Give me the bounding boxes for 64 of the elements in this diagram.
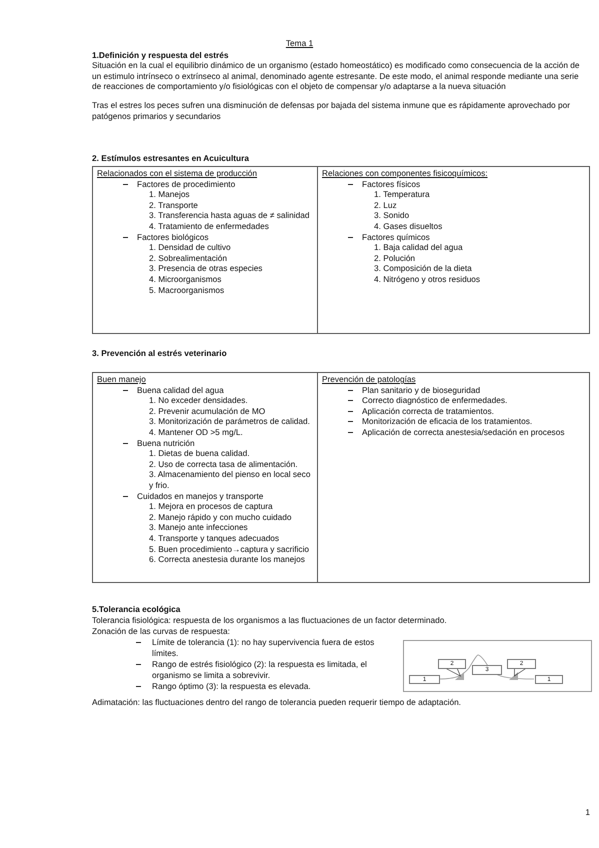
leader-line [444, 668, 462, 677]
list-item: 2. Sobrealimentación [148, 252, 228, 264]
list-item: 6. Correcta anestesia durante los manejos [148, 554, 306, 565]
paragraph: Zonación de las curvas de respuesta: [92, 626, 231, 637]
list-item: Límite de tolerancia (1): no hay supervivencia fuera de estos límites. [152, 637, 374, 658]
list-item: Monitorización de eficacia de los tratamientos. [362, 416, 532, 426]
column-heading: Prevención de patologías [322, 374, 417, 385]
paragraph: Tras el estres los peces sufren una disminución de defensas por bajada del sistema inmune que es rápidamente aprovechado por patógenos primarios y secundarios [92, 100, 571, 122]
section-heading: 1.Definición y respuesta del estrés [92, 50, 230, 61]
list-item: Rango de estrés fisiológico (2): la respuesta es limitada, el organismo se limita a sobrevivir. [152, 659, 367, 680]
list-item: 2. Polución [373, 252, 416, 264]
list-item: 3. Almacenamiento del pienso en local seco y frio. [148, 469, 312, 491]
list-item: 1. Temperatura [373, 189, 431, 200]
list-item: Plan sanitario y de bioseguridad [362, 384, 480, 395]
list-item: Aplicación de correcta anestesia/sedación en procesos [362, 426, 564, 437]
paragraph: Tolerancia fisiológica: respuesta de los organismos a las fluctuaciones de un factor determinado. [92, 615, 448, 626]
page-title: Tema 1 [284, 38, 314, 49]
paragraph: Situación en la cual el equilibrio dinámico de un organismo (estado homeostático) es modificado como consecuencia de la acción de un estimulo intrínseco o extrínseco al animal, denominado agente estresante. De este modo, el animal responde mediante una serie de reacciones de comportamiento y/o fisiológicas con el objeto de compensar y/o adaptarse a la nueva situación [92, 60, 580, 92]
list-item: Buena nutrición [137, 438, 195, 448]
list-item: 3. Monitorización de parámetros de calidad. [148, 416, 311, 427]
list-item: 1. Baja calidad del agua [373, 242, 464, 253]
list-item: 2. Uso de correcta tasa de alimentación. [148, 458, 299, 470]
list-item: 4. Nitrógeno y otros residuos [373, 274, 482, 285]
list-item: 1. Dietas de buena calidad. [148, 448, 251, 459]
list-item: Factores físicos [362, 178, 420, 189]
list-item: 5. Buen procedimiento→captura y sacrificio [148, 544, 310, 554]
list-item: 1. Densidad de cultivo [148, 242, 232, 253]
list-item: Buena calidad del agua [137, 384, 224, 395]
list-item: 4. Tratamiento de enfermedades [148, 220, 270, 232]
list-item: 3. Sonido [373, 210, 410, 221]
list-item: Cuidados en manejos y transporte [137, 490, 264, 501]
list-item: Factores biológicos [137, 232, 208, 242]
column-heading: Relaciones con componentes fisicoquímicos: [322, 168, 489, 179]
list-item: Aplicación correcta de tratamientos. [362, 406, 494, 416]
list-item: Correcto diagnóstico de enfermedades. [362, 395, 508, 406]
list-item: 1. No exceder densidades. [148, 395, 249, 406]
list-item: Factores químicos [362, 232, 430, 242]
shaded-area [509, 672, 518, 680]
list-item: Rango óptimo (3): la respuesta es elevada. [152, 681, 311, 692]
page-number: 1 [584, 807, 590, 818]
list-item: 2. Transporte [148, 200, 199, 210]
shaded-area [455, 672, 464, 680]
list-item: 3. Composición de la dieta [373, 263, 473, 274]
list-item: 1. Manejos [148, 189, 191, 200]
section-heading: 2. Estímulos estresantes en Acuicultura [92, 153, 250, 164]
list-item: 4. Mantener OD >5 mg/L. [148, 426, 244, 438]
list-item: 4. Gases disueltos [373, 220, 444, 232]
section-heading: 3. Prevención al estrés veterinario [92, 348, 228, 359]
list-item: 3. Transferencia hasta aguas de ≠ salinidad [148, 210, 310, 221]
list-item: 4. Microorganismos [148, 274, 222, 285]
list-item: 3. Manejo ante infecciones [148, 522, 249, 533]
leader-line [514, 668, 527, 677]
list-item: 2. Luz [373, 200, 398, 210]
column-heading: Buen manejo [97, 374, 147, 385]
list-item: 4. Transporte y tanques adecuados [148, 532, 280, 544]
list-item: 2. Manejo rápido y con mucho cuidado [148, 512, 293, 522]
list-item: 2. Prevenir acumulación de MO [148, 406, 266, 416]
paragraph: Adimatación: las fluctuaciones dentro del rango de tolerancia pueden requerir tiempo de adaptación. [92, 697, 462, 708]
list-item: 3. Presencia de otras especies [148, 263, 264, 274]
list-item: Factores de procedimiento [137, 178, 236, 189]
column-heading: Relacionados con el sistema de producción [97, 168, 258, 179]
list-item: 1. Mejora en procesos de captura [148, 501, 274, 512]
list-item: 5. Macroorganismos [148, 284, 226, 296]
section-heading: 5.Tolerancia ecológica [92, 604, 182, 615]
